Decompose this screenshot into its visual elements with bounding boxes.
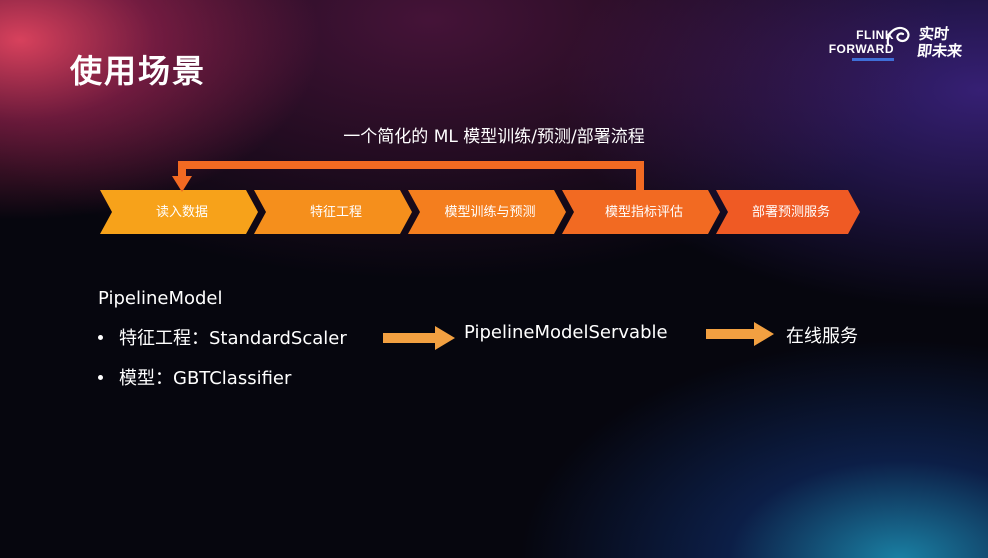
pipeline-model-servable: PipelineModelServable — [464, 322, 668, 343]
logo-flink-forward-text: FLINK FORWARD — [816, 28, 894, 61]
logo-line-1: FLINK — [856, 28, 894, 42]
flow-title: 一个简化的 ML 模型训练/预测/部署流程 — [343, 127, 645, 147]
squirrel-swirl-icon — [886, 26, 910, 46]
online-service-label: 在线服务 — [786, 326, 858, 347]
step-chevron-5 — [716, 190, 860, 234]
arrow-right-icon — [383, 326, 455, 350]
flink-forward-logo: FLINK FORWARD 实时 即未来 — [812, 20, 972, 70]
step-label-2: 特征工程 — [309, 205, 362, 220]
bullet-model: 模型：GBTClassifier — [98, 364, 291, 390]
step-chevron-1 — [100, 190, 258, 234]
feedback-arrowhead-icon — [172, 176, 192, 192]
logo-line-2: FORWARD — [828, 42, 894, 56]
bullet-dot-icon — [98, 334, 103, 340]
logo-underline — [852, 58, 894, 61]
step-label-1: 读入数据 — [155, 205, 208, 220]
bullet-dot-icon — [98, 374, 103, 380]
step-chevron-4 — [562, 190, 720, 234]
pipeline-model-heading: PipelineModel — [98, 288, 223, 309]
feedback-loop-arrow — [178, 161, 644, 190]
step-label-3: 模型训练与预测 — [444, 205, 536, 220]
step-chevron-2 — [254, 190, 412, 234]
bullet-feature-engineering: 特征工程：StandardScaler — [98, 324, 347, 350]
bullet-text-1: 特征工程：StandardScaler — [119, 328, 347, 349]
arrow-right-icon — [706, 322, 774, 346]
step-chevron-3 — [408, 190, 566, 234]
step-label-5: 部署预测服务 — [751, 205, 830, 220]
step-label-4: 模型指标评估 — [604, 205, 683, 220]
slide-title: 使用场景 — [70, 52, 207, 90]
bullet-text-2: 模型：GBTClassifier — [119, 368, 292, 389]
